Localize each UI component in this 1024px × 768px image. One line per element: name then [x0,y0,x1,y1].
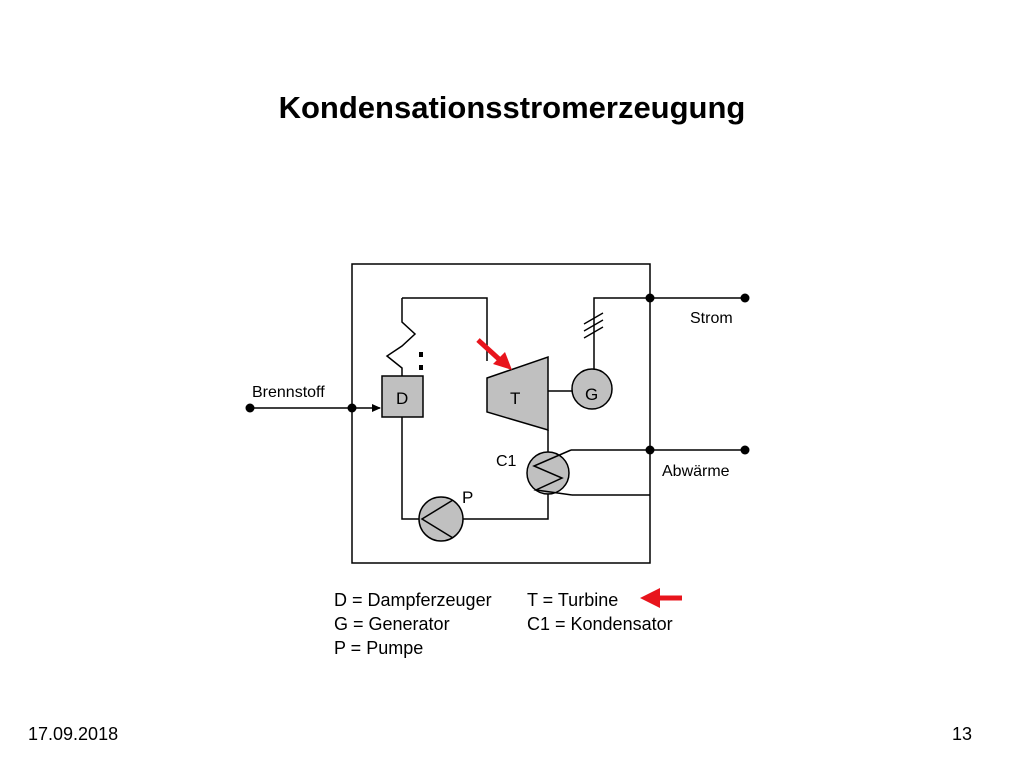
condenser-circle [526,451,570,495]
hatch-3 [583,326,604,339]
legend-item-g: G = Generator [334,614,450,634]
system-boundary [351,263,651,564]
generator-circle [571,368,613,410]
waste-heat-boundary-dot [645,445,655,455]
power-boundary-dot [645,293,655,303]
flame-zigzag [385,298,417,376]
hatch-2 [583,319,604,332]
condensate-line [463,494,549,520]
slide-title: Kondensationsstromerzeugung [278,90,746,125]
waste-heat-end-dot [740,445,750,455]
power-end-dot [740,293,750,303]
pump-symbol [420,499,454,539]
footer-date: 17.09.2018 [28,724,119,744]
legend-item-p: P = Pumpe [334,638,423,658]
legend-item-c1: C1 = Kondensator [527,614,673,634]
hatch-1 [583,312,604,325]
steam-generator-label: D [396,389,408,408]
condenser-coil [532,449,573,496]
pump-circle [418,496,464,542]
footer-page-number: 13 [951,724,972,744]
turbine-highlight-arrow-shaft [476,338,502,362]
power-line [593,297,745,369]
waste-heat-label: Abwärme [662,463,730,480]
condenser-label: C1 [496,453,517,470]
power-label: Strom [690,310,733,327]
steam-generator-box [381,375,424,418]
fuel-arrowhead [372,404,381,412]
feedwater-line [401,417,419,520]
turbine-label: T [510,389,520,408]
turbine-highlight-arrowhead [493,352,512,370]
fuel-start-dot [245,403,255,413]
generator-label: G [585,385,598,404]
legend-item-t: T = Turbine [527,590,618,610]
pump-label: P [462,488,473,507]
steam-line [402,297,488,361]
fuel-boundary-dot [347,403,357,413]
fuel-label: Brennstoff [252,384,325,401]
flame-mark-1 [419,352,423,357]
flame-mark-2 [419,365,423,370]
legend-highlight-arrowhead [640,588,660,608]
legend-item-d: D = Dampferzeuger [334,590,492,610]
